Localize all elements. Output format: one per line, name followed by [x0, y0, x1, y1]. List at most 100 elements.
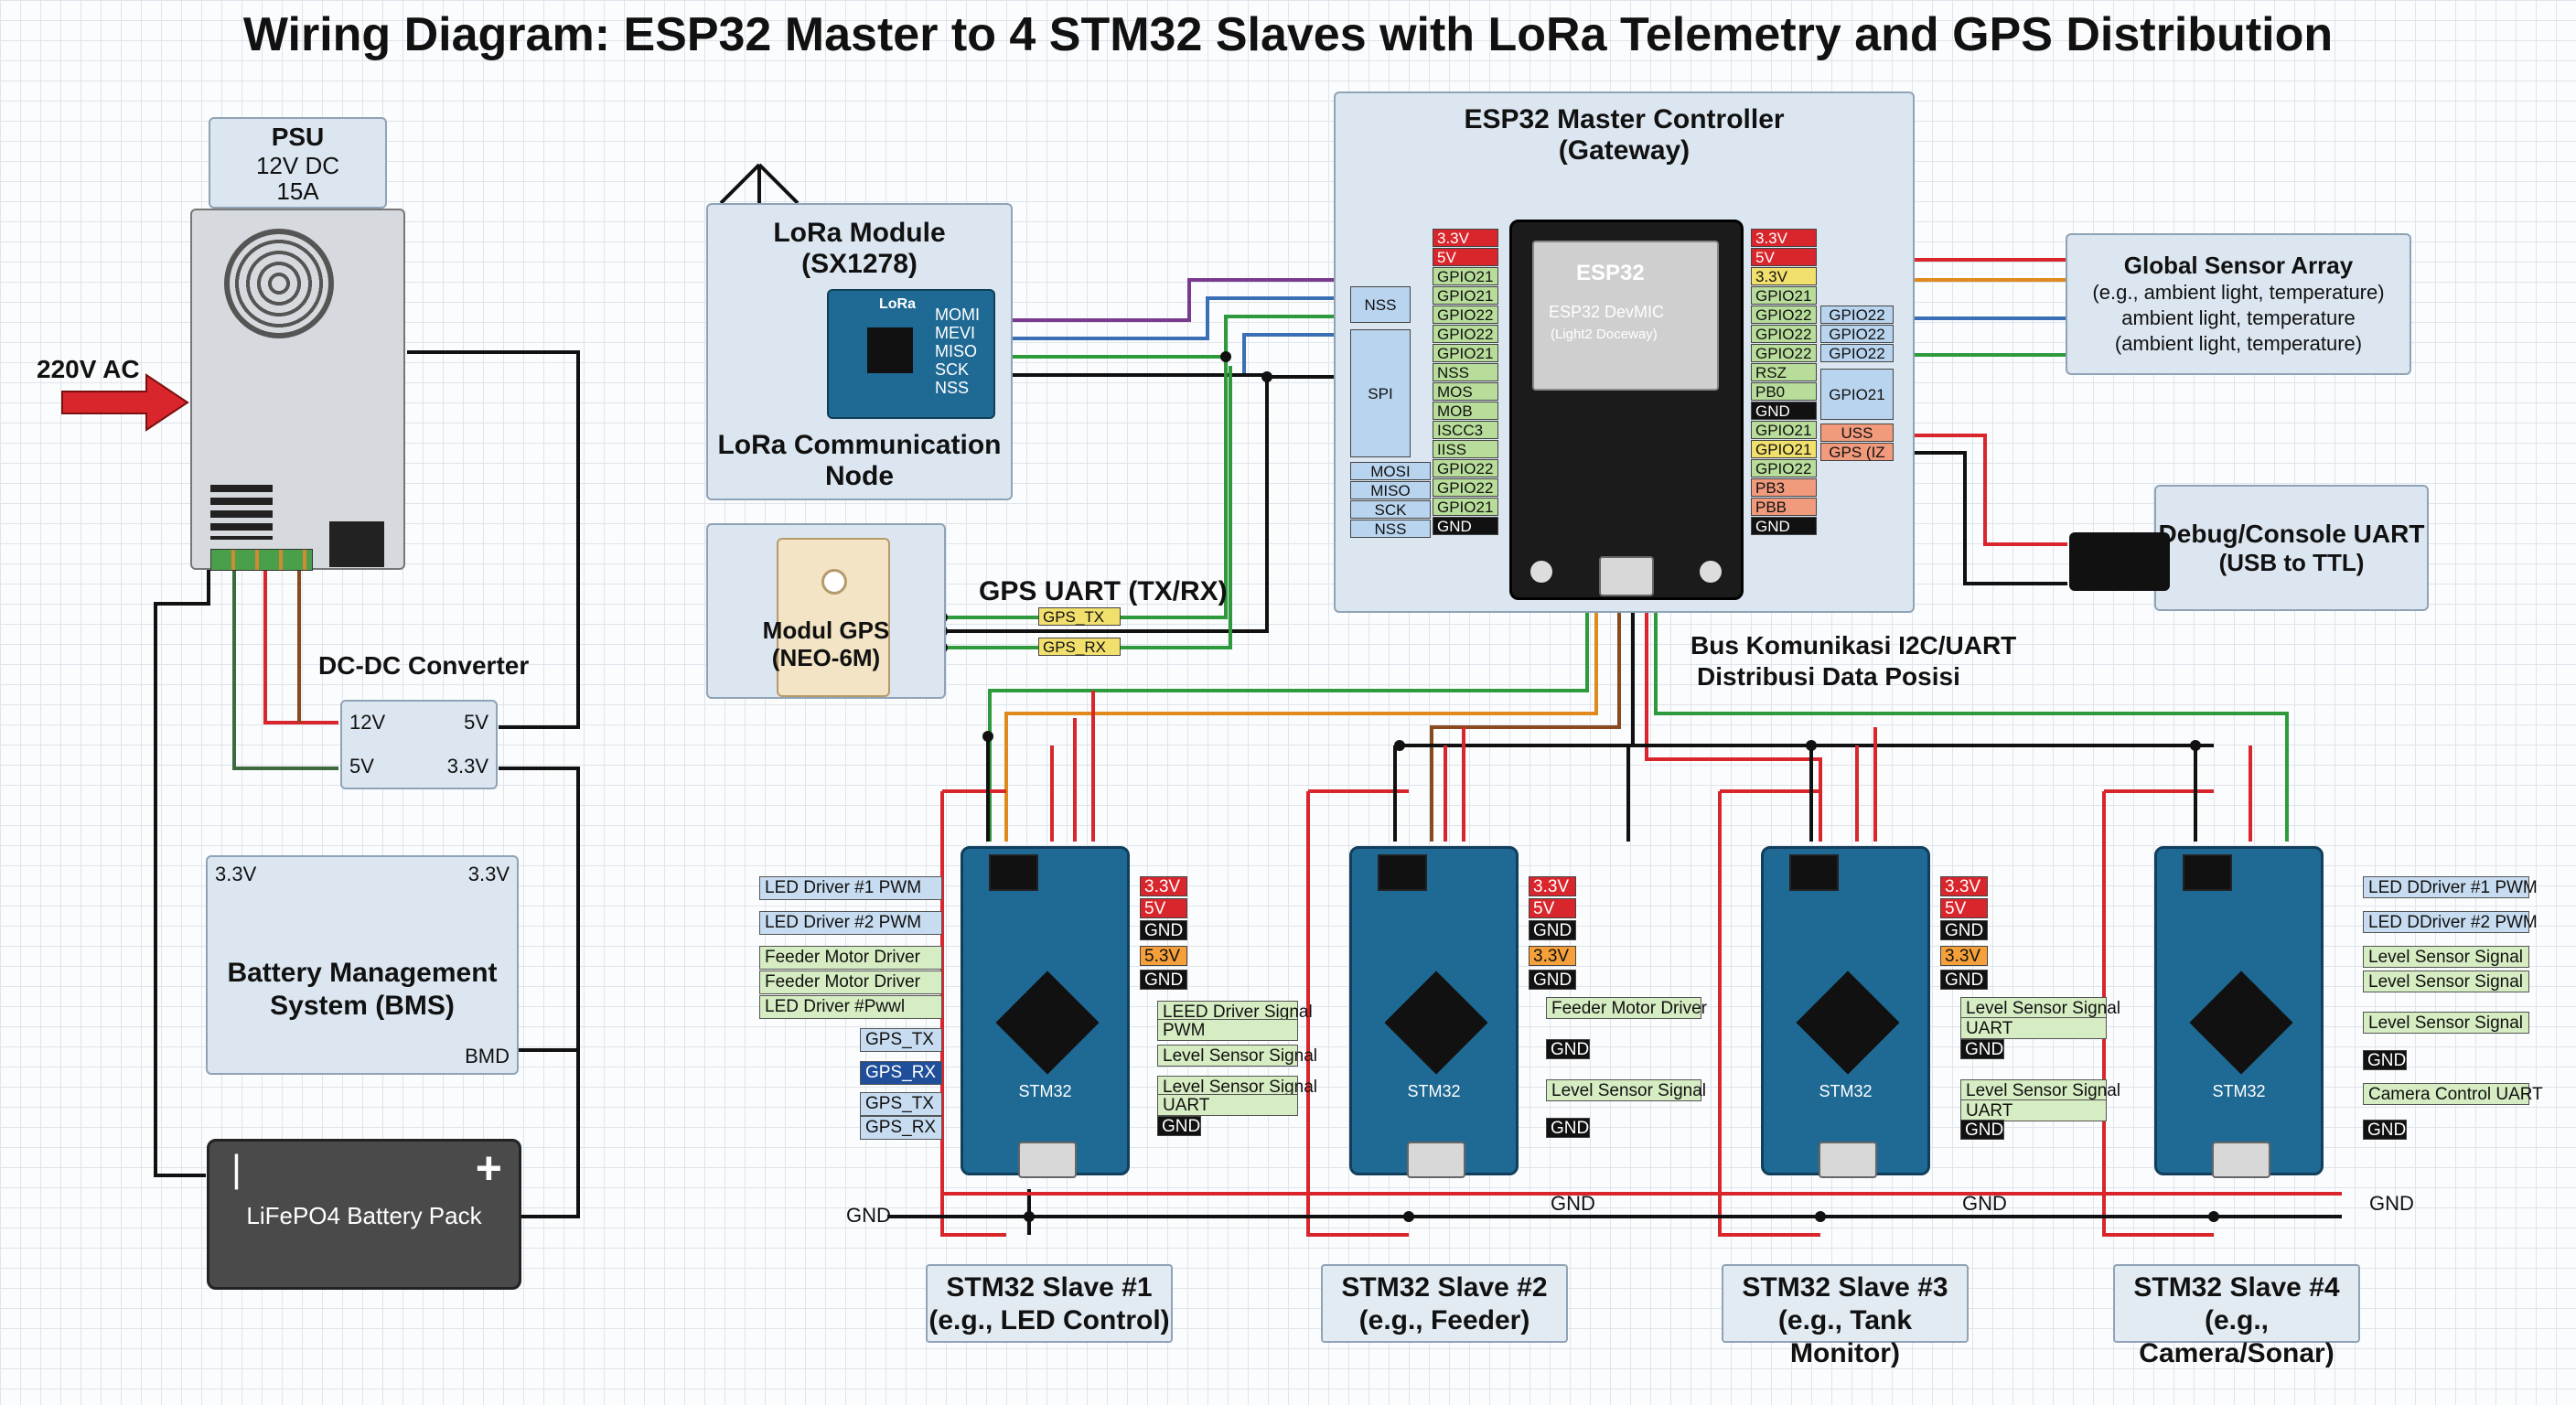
slave-power-pin: 3.3V	[1529, 946, 1576, 966]
lora-footer-1: LoRa Communication	[717, 430, 1002, 460]
board-usb-port	[1018, 1142, 1077, 1178]
gnd-label: GND	[1551, 1192, 1595, 1215]
wire-gps-rx	[938, 366, 1232, 649]
bus-label-2: Distribusi Data Posisi	[1697, 662, 1960, 691]
wire-psu-12v	[407, 350, 580, 729]
slave2-wires	[1306, 727, 1465, 1237]
slave-left-signal: LED Driver #2 PWM	[759, 911, 942, 935]
lora-module: LoRa Module (SX1278) LoRa MOMI MEVI MISO…	[706, 203, 1013, 500]
slave-caption-title: STM32 Slave #3	[1742, 1272, 1948, 1303]
slave4-wires	[2102, 745, 2252, 1237]
battery-pos-terminal: +	[475, 1142, 502, 1194]
esp32-board: ESP32 ESP32 DevMIC (Light2 Doceway)	[1509, 220, 1744, 600]
slave-caption-title: STM32 Slave #4	[2133, 1272, 2340, 1303]
slave-caption: STM32 Slave #2(e.g., Feeder)	[1321, 1264, 1568, 1343]
dcdc-title: DC-DC Converter	[318, 651, 530, 680]
esp32-right-group-label: GPIO21	[1820, 369, 1894, 420]
esp32-left-pin: NSS	[1433, 363, 1498, 381]
lora-chip-label: LoRa	[879, 296, 916, 312]
esp32-left-pin: GPIO21	[1433, 344, 1498, 362]
bms-pin-33v-a: 3.3V	[215, 863, 257, 885]
esp32-left-pin: MOB	[1433, 402, 1498, 420]
bms-module: 3.3V 3.3V Battery Management System (BMS…	[206, 855, 519, 1075]
dcdc-out-5v: 5V	[464, 711, 488, 734]
slave-right-signal: UART	[1960, 1099, 2107, 1121]
gnd-label: GND	[2369, 1192, 2414, 1215]
psu-unit	[190, 209, 405, 571]
ac-input-arrow	[61, 373, 189, 432]
esp32-right-pin: GPIO22	[1751, 344, 1817, 362]
slave1-wires	[940, 691, 1095, 1237]
esp32-chip-3: (Light2 Doceway)	[1551, 327, 1658, 342]
esp32-left-pin: GND	[1433, 517, 1498, 535]
esp32-left-group-label: MISO	[1350, 481, 1431, 499]
sensor-line-2: ambient light, temperature	[2121, 306, 2356, 329]
gps-title-1: Modul GPS	[762, 617, 890, 644]
slave-right-signal: GND	[1546, 1039, 1590, 1059]
wire-lora-momi	[995, 278, 1436, 322]
esp32-reset-button[interactable]	[1530, 561, 1552, 583]
esp32-right-pin: GPIO21	[1751, 286, 1817, 305]
gps-patch-dot	[821, 569, 847, 595]
sensor-line-3: (ambient light, temperature)	[2114, 332, 2363, 355]
slave-right-signal: LED DDriver #2 PWM	[2363, 911, 2538, 933]
slave-right-signal: GND	[1157, 1116, 1201, 1136]
gnd-label: GND	[846, 1204, 891, 1227]
gps-rx-tag: GPS_RX	[1038, 638, 1121, 656]
esp32-title-1: ESP32 Master Controller	[1464, 104, 1785, 134]
esp32-right-pin: PB0	[1751, 382, 1817, 401]
esp32-left-group-label: SPI	[1350, 329, 1411, 457]
gps-module: Modul GPS (NEO-6M)	[706, 523, 946, 699]
lora-title-1: LoRa Module	[773, 218, 946, 248]
gps-tx-tag: GPS_TX	[1038, 607, 1121, 626]
slave-caption-subtitle: (e.g., Feeder)	[1358, 1305, 1530, 1335]
diagram-title: Wiring Diagram: ESP32 Master to 4 STM32 …	[242, 8, 2334, 61]
debug-uart: Debug/Console UART (USB to TTL)	[2154, 485, 2429, 611]
dcdc-out-33v: 3.3V	[446, 755, 488, 778]
slave-right-signal: GND	[1546, 1118, 1590, 1138]
psu-switch-icon	[329, 521, 384, 567]
battery-pack: | + LiFePO4 Battery Pack	[207, 1139, 521, 1290]
slave-right-signal: Level Sensor Signal	[2363, 971, 2529, 992]
slave-power-pin: 5.3V	[1140, 946, 1187, 966]
usb-ttl-adapter-icon	[2069, 532, 2170, 591]
esp32-right-pin: PB3	[1751, 478, 1817, 497]
slave-left-signal: LED Driver #Pwwl	[759, 995, 942, 1019]
dcdc-in-12v: 12V	[349, 711, 386, 734]
wire-gps-tx	[938, 357, 1228, 619]
slave-right-signal: GND	[1960, 1120, 2004, 1140]
esp32-left-pin: GPIO21	[1433, 267, 1498, 285]
esp32-left-pin: IISS	[1433, 440, 1498, 458]
board-label: STM32	[1018, 1082, 1072, 1100]
esp32-right-pin: GPIO22	[1751, 306, 1817, 324]
esp32-left-pin: MOS	[1433, 382, 1498, 401]
slave-right-signal: Level Sensor Signal	[1960, 997, 2120, 1019]
board-usb-port	[1407, 1142, 1465, 1178]
psu-terminal-block	[210, 549, 313, 571]
dcdc-converter: 12V 5V 5V 3.3V	[340, 700, 498, 789]
slave-right-signal: Level Sensor Signal	[2363, 1012, 2529, 1034]
sensor-title: Global Sensor Array	[2123, 252, 2354, 279]
esp32-right-pin: GPIO21	[1751, 440, 1817, 458]
gps-patch-antenna	[777, 538, 890, 697]
esp32-boot-button[interactable]	[1700, 561, 1722, 583]
esp32-left-group-label: NSS	[1350, 520, 1431, 538]
psu-current: 15A	[276, 177, 319, 205]
board-antenna	[1789, 854, 1839, 891]
slave-caption-title: STM32 Slave #1	[946, 1272, 1153, 1303]
slave-right-signal: UART	[1960, 1017, 2107, 1039]
ac-input-label: 220V AC	[37, 355, 140, 383]
wire-battery-gnd	[154, 563, 210, 1177]
esp32-right-pin: 3.3V	[1751, 267, 1817, 285]
slave-power-pin: GND	[1940, 920, 1988, 940]
slave-right-signal: LED DDriver #1 PWM	[2363, 876, 2538, 898]
slave-right-signal: GND	[1960, 1039, 2004, 1059]
lora-footer-2: Node	[825, 461, 894, 491]
wire-psu-to-dcdc-red	[263, 563, 338, 724]
bus-black	[1626, 595, 1635, 842]
slave-power-pin: 3.3V	[1940, 946, 1988, 966]
esp32-chip-1: ESP32	[1576, 261, 1645, 285]
board-usb-port	[2212, 1142, 2270, 1178]
esp32-right-group-label: USS	[1820, 424, 1894, 442]
slave-left-signal: GPS_TX	[860, 1092, 942, 1116]
